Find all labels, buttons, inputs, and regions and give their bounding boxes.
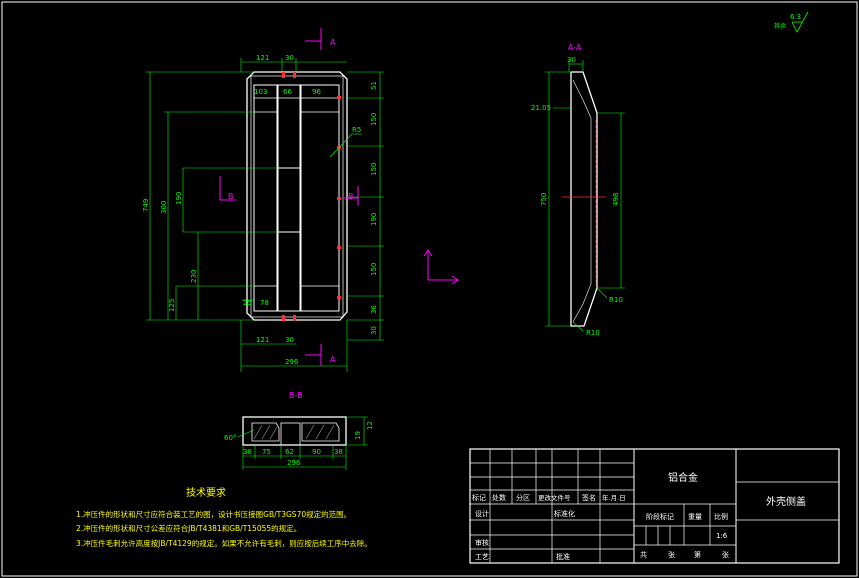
tb-part-name: 外壳侧盖 bbox=[766, 495, 806, 508]
dim-bb-2: 75 bbox=[262, 448, 271, 456]
dim-aa-height: 750 bbox=[540, 193, 548, 206]
dim-aa-offset: 21.05 bbox=[531, 104, 551, 112]
dim-bb-3: 62 bbox=[285, 448, 294, 456]
dim-left-v3: 125 bbox=[168, 299, 176, 312]
tb-stage-mark: 阶段标记 bbox=[646, 512, 674, 521]
tb-weight: 重量 bbox=[688, 513, 702, 521]
dim-total-height: 749 bbox=[142, 199, 150, 212]
section-b-left-label: B bbox=[228, 192, 234, 201]
dim-bottom-1: 121 bbox=[256, 336, 269, 344]
dim-right-6: 36 bbox=[370, 305, 378, 314]
dim-overall-width: 296 bbox=[285, 358, 299, 366]
tb-change-doc: 更改文件号 bbox=[538, 493, 571, 502]
tb-date: 年.月.日 bbox=[602, 493, 626, 502]
dim-bb-right-2: 12 bbox=[366, 421, 374, 430]
tb-sheet-no: 第 bbox=[694, 550, 701, 559]
tb-zone: 分区 bbox=[516, 493, 530, 502]
dim-top-2: 30 bbox=[285, 54, 294, 62]
dim-inner-height: 300 bbox=[160, 201, 168, 214]
dim-row2-2: 66 bbox=[283, 88, 292, 96]
ucs-axis-icon bbox=[423, 249, 459, 285]
dim-right-1: 51 bbox=[370, 81, 378, 90]
dim-aa-inner: 498 bbox=[612, 193, 620, 206]
roughness-symbol: 6.3 其余 bbox=[774, 11, 809, 33]
dim-row2-3: 96 bbox=[312, 88, 321, 96]
tb-process: 工艺 bbox=[475, 553, 489, 561]
section-a-top-label: A bbox=[330, 38, 336, 47]
tb-material: 铝合金 bbox=[668, 471, 698, 484]
section-a-bottom-label: A bbox=[330, 355, 336, 364]
dim-bb-right-1: 19 bbox=[354, 431, 362, 440]
callout-angle: 60° bbox=[224, 434, 236, 442]
dim-bb-total: 296 bbox=[287, 459, 301, 467]
tb-mark: 标记 bbox=[472, 493, 486, 502]
dim-inner-left-1: 25 bbox=[243, 299, 252, 307]
note-line-2: 2.冲压件的形状和尺寸公差应符合JB/T4381和GB/T15055的规定。 bbox=[76, 523, 301, 533]
tb-scale: 1:6 bbox=[716, 532, 728, 540]
section-aa-view: A-A 30 21.05 750 498 R10 R10 bbox=[531, 43, 625, 337]
dim-inner-left-2: 78 bbox=[260, 299, 269, 307]
dim-top-1: 121 bbox=[256, 54, 269, 62]
technical-notes: 技术要求 1.冲压件的形状和尺寸应符合装工艺的图，设计书压接图GB/T3GS70… bbox=[76, 486, 372, 548]
dim-right-2: 150 bbox=[370, 113, 378, 126]
dim-bb-4: 90 bbox=[312, 448, 321, 456]
tb-sign: 签名 bbox=[582, 493, 596, 502]
roughness-value: 6.3 bbox=[790, 13, 801, 21]
dim-right-7: 30 bbox=[370, 326, 378, 335]
dim-row2-1: 103 bbox=[254, 88, 267, 96]
dim-bb-1: 38 bbox=[243, 448, 252, 456]
tb-approve: 批准 bbox=[556, 552, 570, 561]
section-aa-outline bbox=[570, 71, 598, 327]
callout-r10b: R10 bbox=[586, 329, 600, 337]
tb-sheet: 张 bbox=[668, 550, 675, 559]
note-line-3: 3.冲压件毛刺允许高度按JB/T4129的规定。如果不允许有毛刺，则应按后续工序… bbox=[76, 538, 372, 548]
tb-sheet-total: 共 bbox=[640, 550, 647, 559]
tb-sheet-end: 张 bbox=[722, 550, 729, 559]
title-block bbox=[469, 448, 840, 564]
dim-right-5: 150 bbox=[370, 263, 378, 276]
dim-bb-5: 38 bbox=[334, 448, 343, 456]
section-b-right-label: B bbox=[348, 192, 354, 201]
tb-review: 审核 bbox=[475, 538, 489, 547]
dim-aa-top: 30 bbox=[567, 56, 576, 64]
callout-r5: R5 bbox=[352, 126, 361, 134]
note-line-1: 1.冲压件的形状和尺寸应符合装工艺的图，设计书压接图GB/T3GS70规定的范围… bbox=[76, 509, 351, 519]
tb-design: 设计 bbox=[475, 509, 489, 518]
tb-ratio: 比例 bbox=[714, 512, 728, 521]
plate-outline bbox=[246, 71, 348, 321]
dim-bottom-2: 30 bbox=[285, 336, 294, 344]
dim-left-v1: 190 bbox=[175, 192, 183, 205]
title-block-text: 标记 处数 分区 更改文件号 签名 年.月.日 设计 标准化 审核 工艺 批准 … bbox=[472, 471, 806, 561]
section-bb-view: B-B 38 75 62 90 bbox=[224, 391, 374, 470]
callout-r10: R10 bbox=[609, 296, 623, 304]
front-view: A A B B 121 30 103 66 96 121 30 25 78 29… bbox=[142, 28, 384, 372]
section-aa-title: A-A bbox=[568, 43, 582, 52]
dim-left-v2: 230 bbox=[190, 270, 198, 283]
dim-right-3: 150 bbox=[370, 163, 378, 176]
roughness-rest-label: 其余 bbox=[774, 22, 786, 30]
section-bb-title: B-B bbox=[289, 391, 303, 400]
notes-title: 技术要求 bbox=[186, 486, 226, 499]
tb-count: 处数 bbox=[492, 493, 506, 502]
dim-right-4: 190 bbox=[370, 213, 378, 226]
tb-standardize: 标准化 bbox=[554, 509, 575, 518]
